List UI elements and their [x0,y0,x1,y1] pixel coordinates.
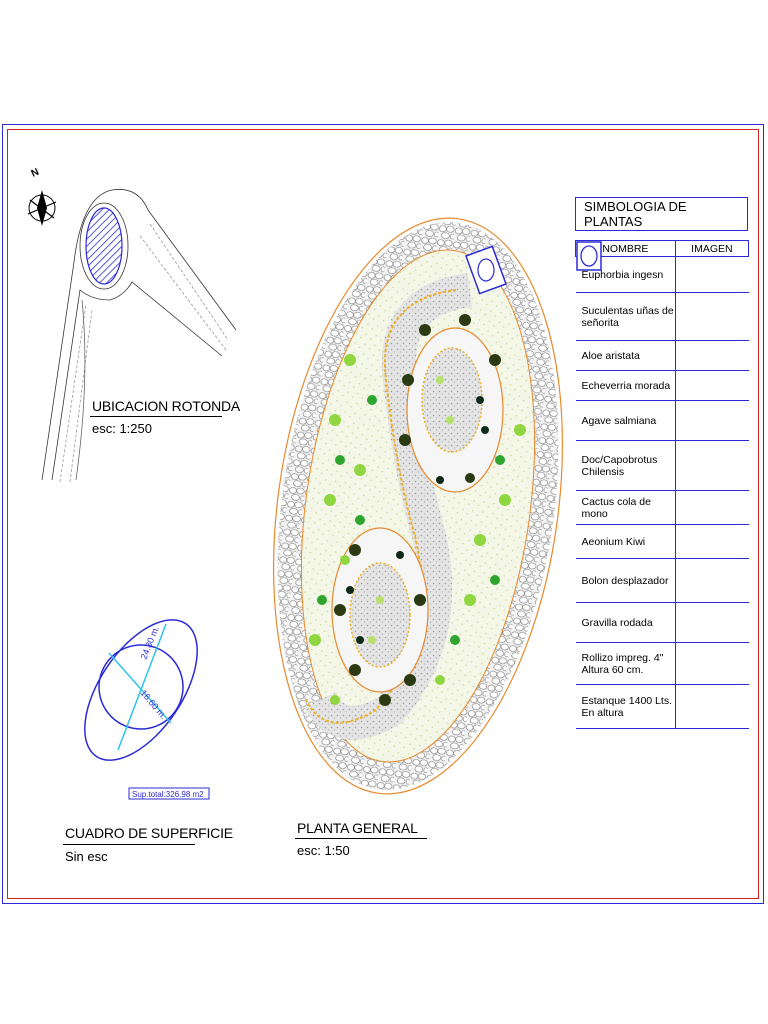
legend-row: Suculentas uñas de señorita [575,241,749,341]
plan-title: PLANTA GENERAL [297,820,418,836]
north-arrow-icon: N [27,167,57,226]
legend-item-name: Echeverria morada [575,370,676,401]
legend-row: Bolon desplazador [575,241,749,603]
legend-item-image [576,241,749,371]
surface-total-label: Sup.total:326.98 m2 [132,790,204,799]
svg-text:16.60 m.: 16.60 m. [138,688,168,721]
legend-item-image [576,241,749,341]
svg-text:N: N [30,167,41,180]
legend-row: Echeverria morada [575,241,749,401]
legend-row: Gravilla rodada [575,241,749,643]
legend-item-image [576,241,749,293]
legend-row: Rollizo impreg. 4" Altura 60 cm. [575,240,749,685]
legend-item-name: Doc/Capobrotus Chilensis [575,440,676,491]
legend-item-name: Suculentas uñas de señorita [575,292,676,341]
legend-item-name: Cactus cola de mono [575,490,676,525]
legend-col-image: IMAGEN [674,240,750,257]
surface-title: CUADRO DE SUPERFICIE [65,825,233,841]
legend-row: Aeonium Kiwi [575,241,749,559]
general-plan [273,217,563,795]
legend-item-name: Rollizo impreg. 4" Altura 60 cm. [575,642,676,685]
legend-item-image [576,241,749,491]
legend-item-image [576,241,749,643]
dim-long-label: 24.30 m. [139,625,161,661]
location-title-underline [90,416,222,417]
drawing-frame-outer [2,124,764,904]
legend-item-image [575,240,749,685]
legend-item-name: Estanque 1400 Lts. En altura [575,684,676,729]
location-sketch [41,189,237,483]
legend-row: Agave salmiana [575,242,749,441]
legend-item-image [576,241,749,525]
surface-title-underline [63,844,195,845]
location-title: UBICACION ROTONDA [92,398,241,414]
svg-text:24.30 m.: 24.30 m. [139,625,161,661]
north-label: N [30,167,41,180]
plan-scale: esc: 1:50 [297,843,350,858]
legend-item-image [576,241,749,559]
legend-title: SIMBOLOGIA DE PLANTAS [575,197,748,231]
legend-item-name: Agave salmiana [575,400,676,441]
legend-item-image [576,241,749,401]
legend-item-name: Aeonium Kiwi [575,524,676,559]
legend-row: Estanque 1400 Lts. En altura [575,240,749,729]
legend-row: Doc/Capobrotus Chilensis [575,241,749,491]
location-scale: esc: 1:250 [92,421,152,436]
drawing-frame-inner [7,129,759,899]
svg-text:Sup.total:326.98 m2: Sup.total:326.98 m2 [132,790,204,799]
legend-item-name: Aloe aristata [575,340,676,371]
legend-row: Cactus cola de mono [575,241,749,525]
surface-scale: Sin esc [65,849,108,864]
dim-short-label: 16.60 m. [138,688,168,721]
legend-item-image [577,242,749,441]
legend-row: Aloe aristata [575,241,749,371]
plan-title-underline [295,838,427,839]
legend-item-name: Bolon desplazador [575,558,676,603]
legend-item-name: Gravilla rodada [575,602,676,643]
legend-item-image [575,240,749,729]
surface-diagram: 24.30 m. 16.60 m. Sup.total:326.98 m2 [84,619,210,800]
legend-item-image [576,241,749,603]
